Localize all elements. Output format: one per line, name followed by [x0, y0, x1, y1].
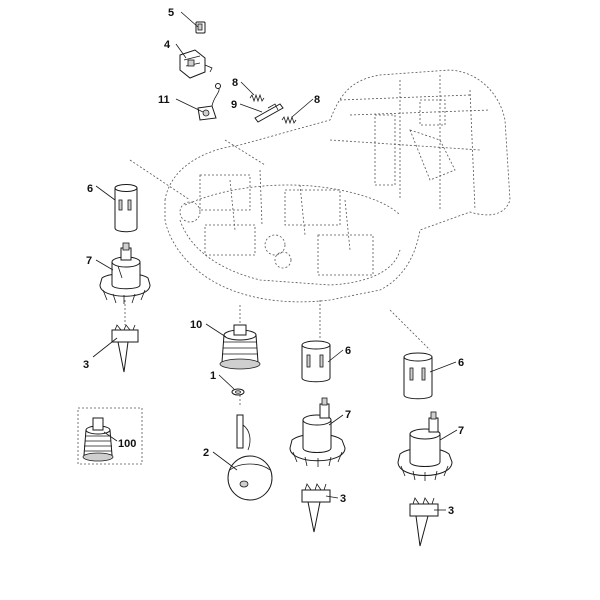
part-7-motor-right: [397, 411, 453, 481]
part-3-blade-right: [409, 497, 439, 547]
mower-housing: [164, 69, 511, 303]
callout-6-middle: 6: [345, 345, 351, 357]
part-3-blade-middle: [301, 483, 331, 533]
part-4-bracket: [179, 49, 213, 79]
part-100-bearing-kit: [77, 407, 143, 465]
callout-6-left: 6: [87, 183, 93, 195]
part-7-motor-middle: [289, 397, 346, 467]
part-6-sleeve-left: [114, 184, 138, 233]
callout-7-right: 7: [458, 425, 464, 437]
callout-5: 5: [168, 7, 174, 19]
part-6-sleeve-middle: [301, 340, 331, 383]
callout-7-middle: 7: [345, 409, 351, 421]
callout-3-right: 3: [448, 505, 454, 517]
callout-7-left: 7: [86, 255, 92, 267]
callout-1: 1: [210, 370, 216, 382]
callout-8-left: 8: [232, 77, 238, 89]
callout-6-right: 6: [458, 357, 464, 369]
part-9-rod: [254, 103, 284, 123]
callout-11: 11: [158, 94, 170, 106]
part-10-bearing: [219, 324, 261, 370]
callout-4: 4: [164, 39, 171, 51]
callout-2: 2: [203, 447, 209, 459]
part-3-blade-left: [111, 324, 139, 373]
part-8-spring-right: [281, 115, 297, 125]
part-6-sleeve-right: [403, 352, 433, 400]
callout-100: 100: [118, 438, 136, 450]
part-2-float-sensor: [227, 414, 273, 501]
part-7-motor-left: [99, 242, 151, 304]
guide-lines: [124, 139, 431, 405]
part-5-clip: [195, 21, 206, 34]
callout-3-middle: 3: [340, 493, 346, 505]
callout-10: 10: [190, 319, 202, 331]
leader-lines: [92, 11, 458, 511]
callout-labels: 5 4 11 8 9 8 6 7 3 10 1 2 100 6 7 3 6 7 …: [83, 7, 464, 517]
callout-9: 9: [231, 99, 237, 111]
part-8-spring-left: [249, 93, 265, 103]
callout-8-right: 8: [314, 94, 320, 106]
part-1-washer: [231, 388, 245, 396]
callout-3-left: 3: [83, 359, 89, 371]
part-11-sensor: [197, 83, 221, 121]
